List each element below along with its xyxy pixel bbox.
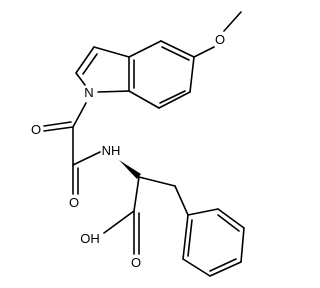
atom-label-indole-n: N (84, 85, 93, 100)
phenyl-bond (182, 258, 211, 277)
atom-label-amide-o: O (69, 195, 79, 210)
pyrrole-bond-double-inner (82, 53, 98, 75)
pyrrole-bond (93, 46, 130, 58)
phenyl-bond-double-inner (217, 214, 240, 232)
phenyl-bond (187, 208, 219, 216)
ring-bond (158, 91, 191, 109)
carboxyl-oh-bond (103, 210, 135, 234)
structure-canvas: O N O O NH OH O (30, 11, 245, 277)
ring-bond-double-inner (159, 90, 186, 104)
atom-label-methoxy-o: O (215, 32, 225, 47)
phenyl-bond (209, 261, 242, 277)
phenyl-bond-double-inner (209, 258, 237, 272)
keto-double-bond-outer (43, 121, 72, 127)
n-acyl-bond (72, 102, 87, 128)
methyl-bond (223, 11, 242, 32)
ring-bond (128, 40, 162, 58)
stereo-wedge-bond (119, 160, 141, 179)
alpha-carboxyl-bond (133, 176, 140, 212)
alpha-beta-bond (138, 176, 176, 187)
benzyl-bond (174, 185, 189, 216)
pyrrole-bond (75, 46, 95, 74)
atom-label-amide-nh: NH (102, 143, 121, 158)
methoxy-aryl-bond (193, 46, 215, 58)
phenyl-bond (217, 208, 245, 229)
ring-bond-double-inner (161, 46, 190, 61)
atom-label-keto-o: O (31, 122, 41, 137)
phenyl-bond-double-inner (187, 219, 193, 257)
ring-bond (128, 90, 160, 109)
pyrrole-bond (97, 90, 130, 93)
ring-bond (160, 40, 195, 58)
molecule-drawing: O N O O NH OH O (31, 11, 245, 277)
ring-bond (189, 56, 195, 93)
amide-cn-bond (72, 151, 101, 166)
keto-double-bond (43, 126, 74, 132)
atom-label-acid-o: O (131, 255, 141, 270)
phenyl-bond (182, 214, 189, 260)
atom-label-hydroxyl: OH (80, 231, 100, 246)
pyrrole-bond (75, 72, 86, 86)
phenyl-bond (240, 227, 245, 263)
